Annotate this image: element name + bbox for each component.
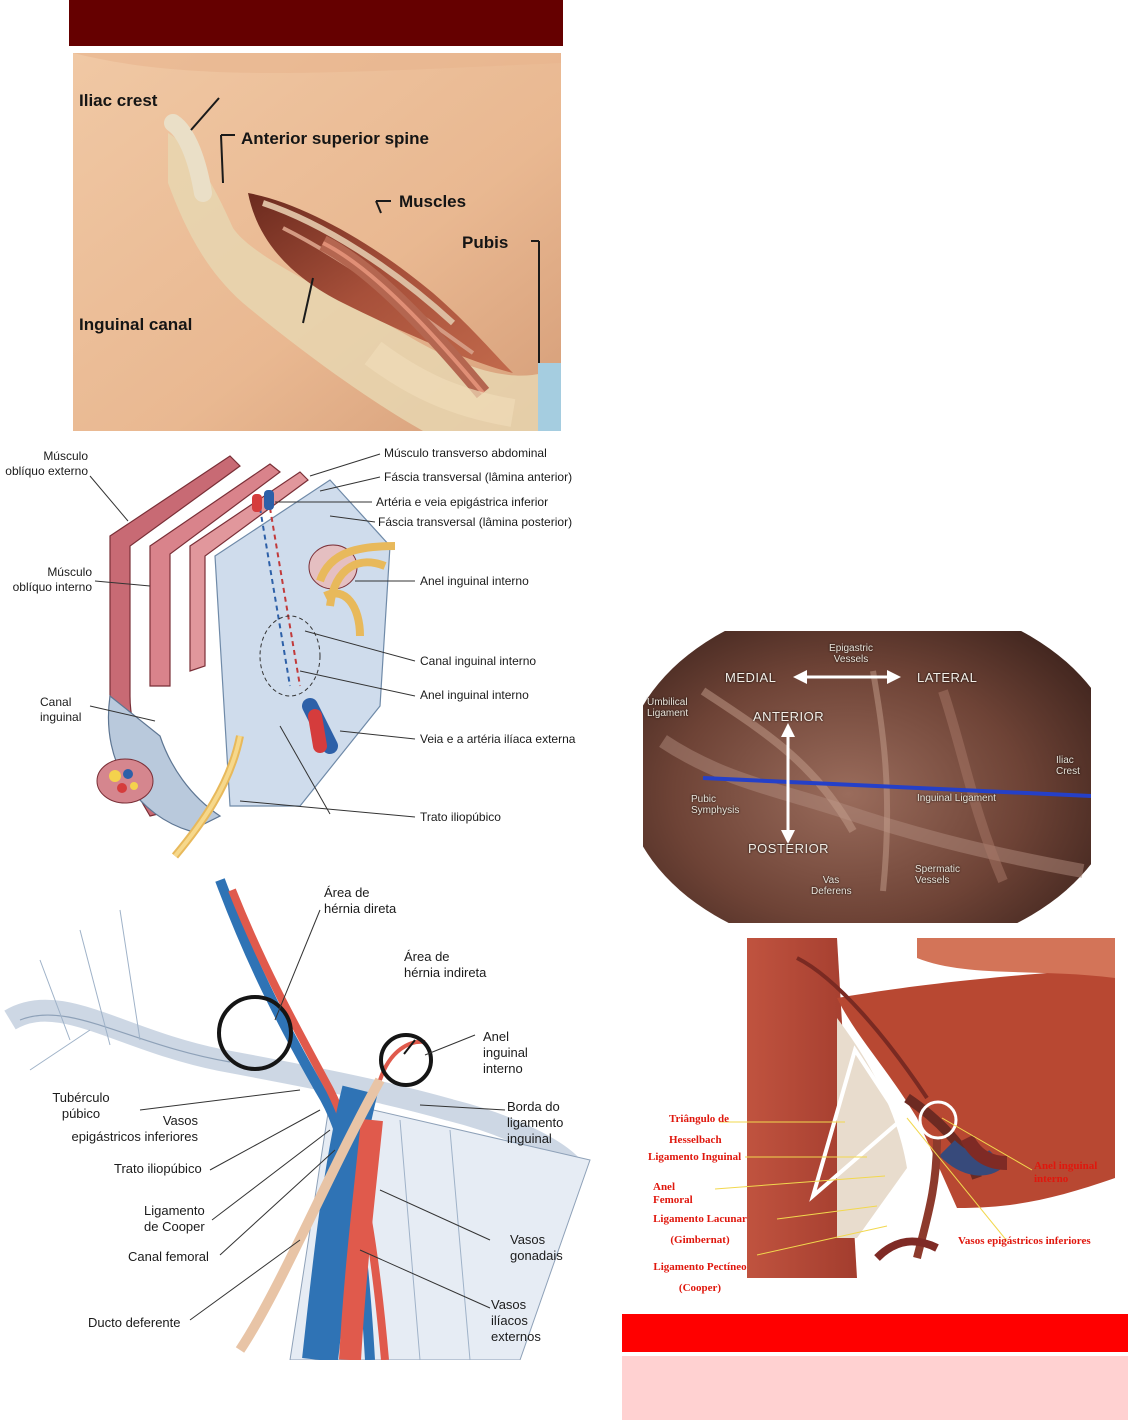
header-bar (69, 0, 563, 46)
label-iliopubic-tract: Trato iliopúbico (420, 810, 501, 824)
label-spermatic-vessels: Spermatic Vessels (915, 864, 961, 886)
hesselbach-illustration (714, 938, 1115, 1278)
label-pubis: Pubis (462, 233, 509, 252)
label-vas-deferens-lap: Vas Deferens (811, 875, 852, 897)
label-deep-inguinal-ring: Anel inguinal interno (1034, 1160, 1098, 1185)
label-transverse-muscle: Músculo transverso abdominal (384, 446, 547, 460)
label-femoral-ring: Anel Femoral (653, 1181, 693, 1206)
label-vas-deferens: Ducto deferente (88, 1315, 181, 1330)
label-iliac-crest-lap: Iliac Crest (1056, 755, 1080, 777)
hernia-areas-illustration (4, 878, 591, 1360)
label-pectineal-ligament: Ligamento Pectíneo (Cooper) (653, 1261, 747, 1294)
label-inferior-epigastric: Vasos epigástricos inferiores (71, 1113, 198, 1144)
label-umbilical-ligament: Umbilical Ligament (647, 697, 689, 719)
figure-inguinal-layers: Músculo oblíquo externo Músculo oblíquo … (0, 436, 600, 866)
label-canal-internal: Canal inguinal interno (420, 654, 537, 668)
inguinal-layers-illustration (89, 453, 416, 859)
label-inferior-epigastric-5: Vasos epigástricos inferiores (958, 1235, 1091, 1247)
figure-laparoscopic-view: Epigastric Vessels MEDIAL LATERAL Umbili… (643, 631, 1091, 923)
label-inguinal-ligament-border: Borda do ligamento inguinal (507, 1099, 564, 1146)
label-medial: MEDIAL (725, 670, 777, 685)
label-external-iliac-vessels: Vasos ilíacos externos (491, 1297, 541, 1344)
label-epigastric-vessels-lap: Epigastric Vessels (829, 643, 873, 665)
label-fascia-posterior: Fáscia transversal (lâmina posterior) (378, 515, 573, 529)
label-lacunar-ligament: Ligamento Lacunar (Gimbernat) (653, 1213, 747, 1246)
figure-inguinal-surface: Iliac crest Anterior superior spine Musc… (73, 53, 561, 431)
footer-pink-panel (622, 1356, 1128, 1420)
label-gonadal-vessels: Vasos gonadais (510, 1232, 563, 1263)
label-asis: Anterior superior spine (241, 129, 429, 148)
label-iliac-crest: Iliac crest (79, 91, 158, 110)
label-lateral: LATERAL (917, 670, 978, 685)
label-hesselbach-triangle: Triângulo de Hesselbach (669, 1113, 730, 1146)
label-posterior: POSTERIOR (748, 841, 830, 856)
label-pubic-tubercle: Tubérculo púbico (52, 1090, 110, 1121)
label-internal-oblique: Músculo oblíquo interno (12, 565, 92, 594)
label-deep-ring-2: Anel inguinal interno (420, 688, 529, 702)
label-internal-ring: Anel inguinal interno (483, 1029, 528, 1076)
label-external-oblique: Músculo oblíquo externo (5, 449, 88, 478)
label-inguinal-ligament-lap: Inguinal Ligament (917, 793, 996, 804)
label-muscles: Muscles (399, 192, 467, 211)
laparoscopic-photo (643, 631, 1091, 923)
label-femoral-canal: Canal femoral (128, 1249, 209, 1264)
inguinal-surface-illustration (73, 53, 561, 431)
label-epigastric-vessels: Artéria e veia epigástrica inferior (376, 495, 549, 509)
label-iliac-vessels: Veia e a artéria ilíaca externa (420, 732, 576, 746)
figure-hernia-areas: Área de hérnia direta Área de hérnia ind… (0, 870, 600, 1360)
label-iliopubic-tract-2: Trato iliopúbico (114, 1161, 202, 1176)
label-cooper-ligament: Ligamento de Cooper (144, 1203, 205, 1234)
label-deep-ring: Anel inguinal interno (420, 574, 529, 588)
label-direct-hernia: Área de hérnia direta (324, 885, 397, 916)
label-anterior: ANTERIOR (753, 709, 825, 724)
label-inguinal-canal: Inguinal canal (79, 315, 193, 334)
label-inguinal-ligament-5: Ligamento Inguinal (648, 1151, 742, 1163)
figure-hesselbach: Triângulo de Hesselbach Ligamento Inguin… (637, 938, 1115, 1294)
label-pubic-symphysis: Pubic Symphysis (691, 794, 740, 816)
label-fascia-anterior: Fáscia transversal (lâmina anterior) (384, 470, 573, 484)
label-indirect-hernia: Área de hérnia indireta (404, 949, 487, 980)
label-inguinal-canal-2: Canal inguinal (40, 695, 82, 724)
footer-red-bar (622, 1314, 1128, 1352)
